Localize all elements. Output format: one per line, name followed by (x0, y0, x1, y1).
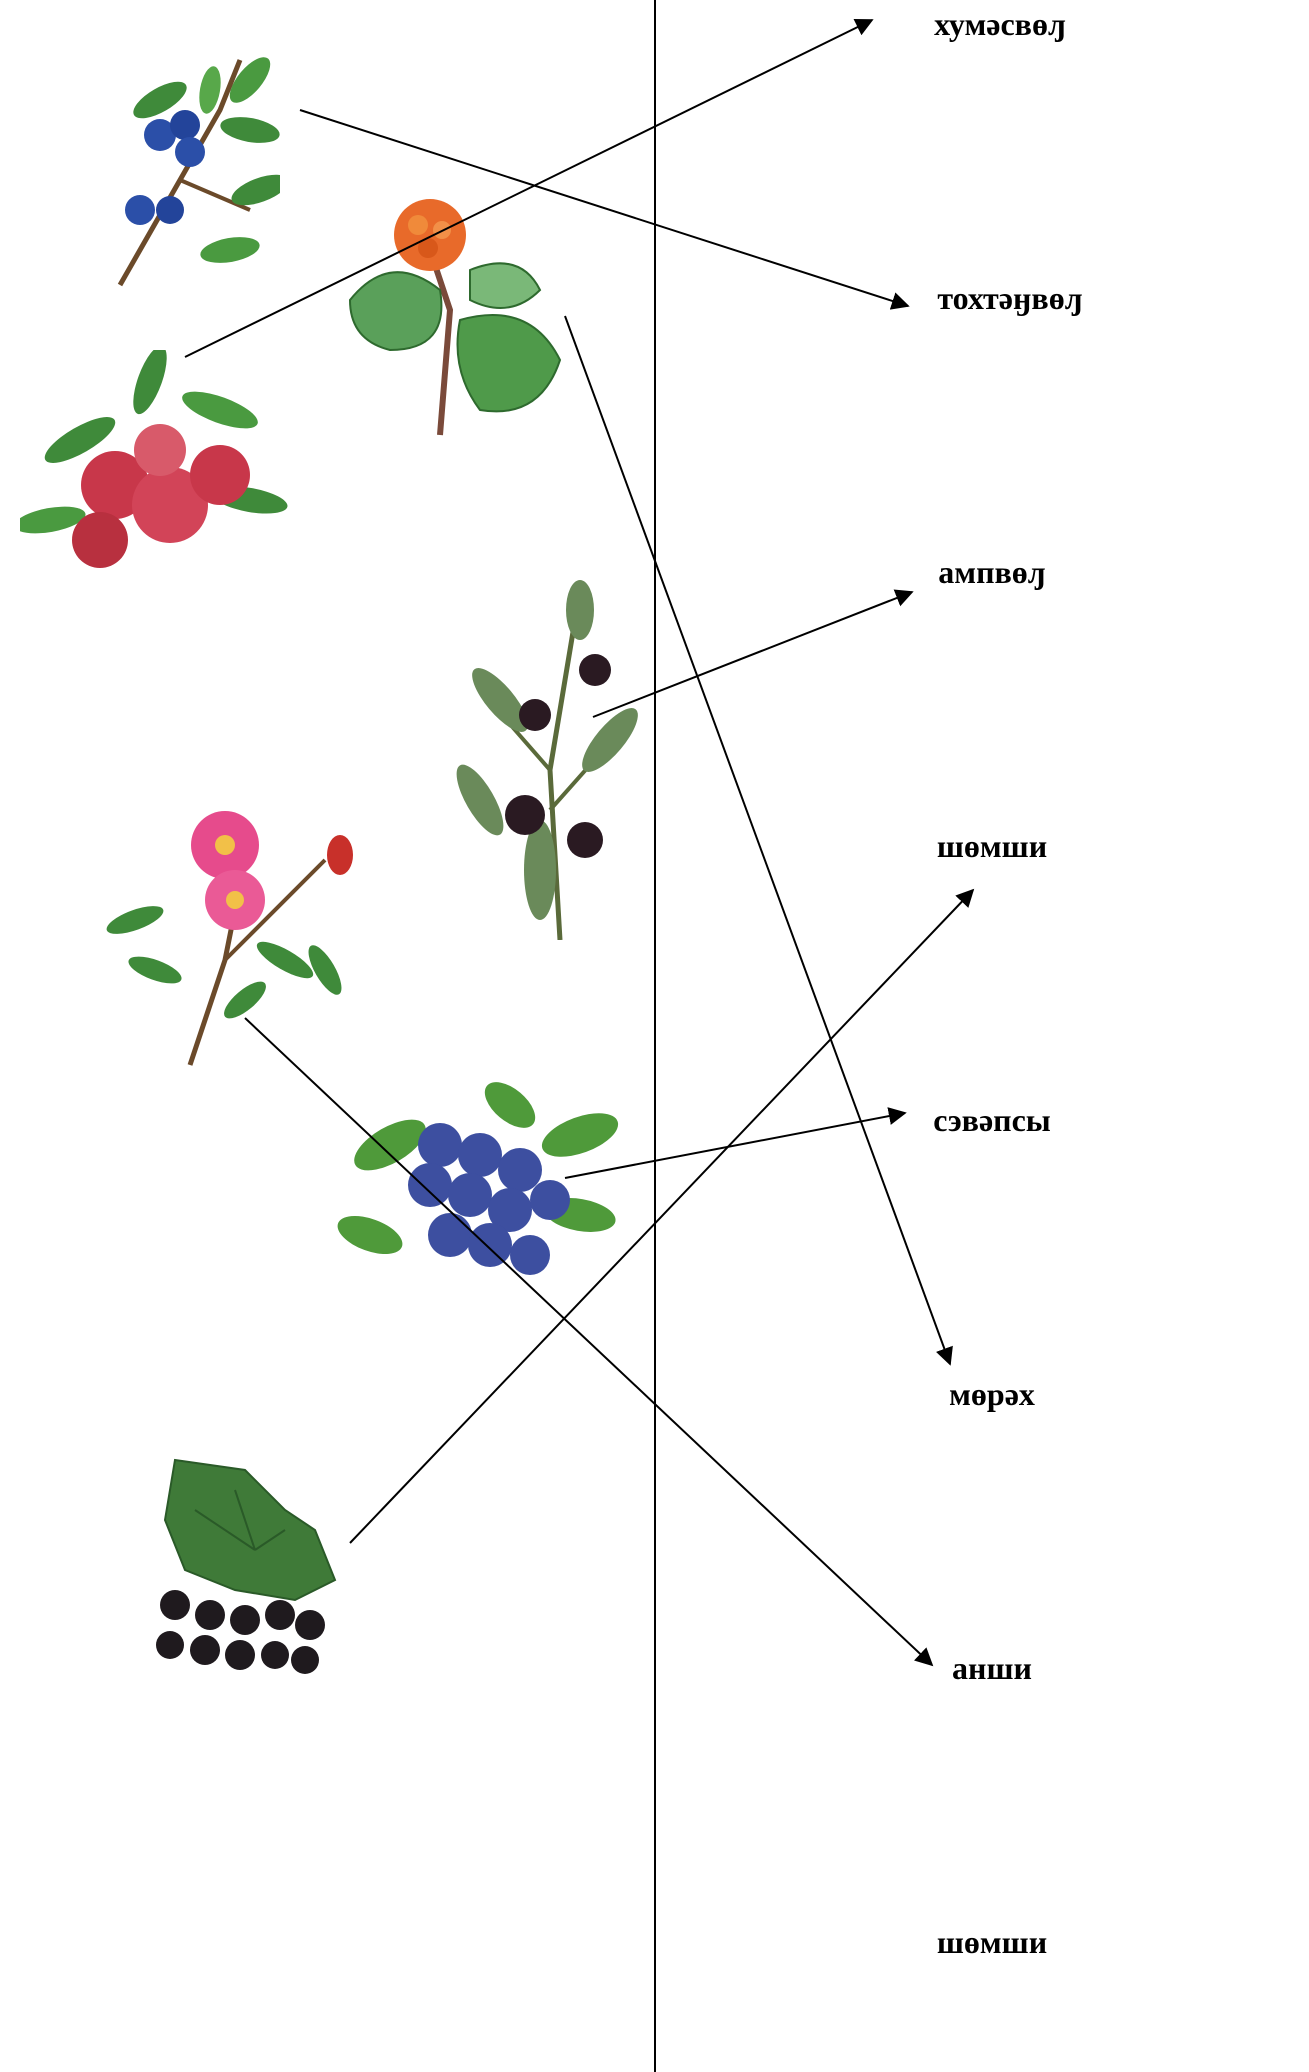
match-arrow (185, 20, 872, 357)
match-arrow (350, 890, 973, 1543)
match-arrow (593, 592, 912, 717)
match-arrow (565, 316, 950, 1364)
match-arrow (245, 1018, 932, 1665)
match-arrow (565, 1113, 905, 1178)
match-arrow (300, 110, 908, 306)
